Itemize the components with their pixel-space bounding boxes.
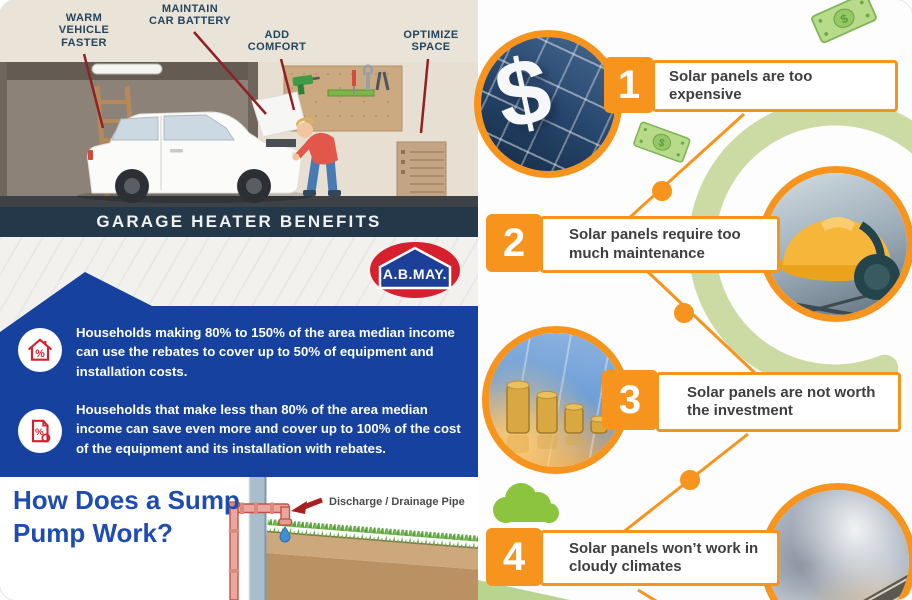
level-icon — [327, 89, 375, 97]
pipe-pointer-arrow — [291, 497, 323, 514]
money-bill-icon: $ — [809, 0, 881, 50]
blue-roof-panel — [0, 272, 478, 477]
house-percent-icon: % — [18, 328, 62, 372]
wall — [249, 477, 266, 600]
pliers-icon — [375, 71, 390, 91]
document-percent-icon: % — [18, 409, 62, 453]
discharge-pipe-label: Discharge / Drainage Pipe — [329, 496, 465, 508]
myth-3-box: Solar panels are not worth the investmen… — [656, 372, 901, 432]
money-bill-icon: $ — [630, 120, 692, 169]
myth-1-box: Solar panels are too expensive — [652, 60, 898, 112]
myth-1-number: 1 — [604, 57, 654, 113]
myth-3-text: Solar panels are not worth the investmen… — [687, 383, 876, 419]
myth-2-number: 2 — [486, 214, 542, 272]
person-illustration — [292, 117, 341, 196]
abmay-logo-text: A.B.MAY. — [383, 266, 447, 282]
myth-4-box: Solar panels won’t work in cloudy climat… — [540, 530, 780, 586]
myth-4-text: Solar panels won’t work in cloudy climat… — [569, 539, 759, 575]
garage-heater-section: WARM VEHICLE FASTER MAINTAIN CAR BATTERY… — [0, 0, 478, 237]
ground — [260, 519, 478, 600]
callout-maintain-battery: MAINTAIN CAR BATTERY — [148, 3, 232, 28]
abmay-logo: A.B.MAY. — [370, 242, 460, 298]
myth-1-text: Solar panels are too expensive — [669, 67, 813, 103]
garage-title: GARAGE HEATER BENEFITS — [96, 212, 382, 231]
myth-2-text: Solar panels require too much maintenanc… — [569, 226, 741, 262]
callout-lines — [82, 31, 430, 134]
drill-icon — [292, 74, 320, 95]
svg-text:%: % — [35, 427, 44, 438]
cloud-icon — [486, 478, 562, 531]
car-illustration — [87, 91, 307, 203]
discharge-pipe — [227, 501, 293, 600]
svg-text:$: $ — [657, 138, 666, 150]
water-drop-icon — [279, 526, 291, 543]
cloudy-sky-photo — [760, 483, 912, 600]
garage-light — [91, 63, 163, 75]
rebate-item-1-text: Households making 80% to 150% of the are… — [76, 325, 455, 379]
callout-warm-vehicle: WARM VEHICLE FASTER — [58, 12, 110, 49]
myth-3-number: 3 — [602, 370, 658, 430]
callout-optimize-space: OPTIMIZE SPACE — [403, 29, 459, 54]
hard-hat-photo — [758, 166, 912, 322]
screwdriver-icon — [352, 70, 356, 86]
myth-2-box: Solar panels require too much maintenanc… — [540, 216, 780, 273]
garage-title-band: GARAGE HEATER BENEFITS — [0, 207, 478, 237]
sump-pump-section: How Does a Sump Pump Work? Discharge / D… — [0, 477, 478, 600]
wrench-icon — [362, 64, 374, 90]
rebate-item-2-text: Households that make less than 80% of th… — [76, 402, 461, 456]
garage-heater-unit — [396, 141, 447, 200]
svg-text:%: % — [35, 348, 45, 360]
sump-pump-diagram — [227, 477, 478, 600]
coin-stacks-photo — [482, 326, 630, 474]
callout-add-comfort: ADD COMFORT — [247, 29, 307, 54]
solar-myths-infographic: $ $ — [474, 0, 912, 600]
rebates-section: A.B.MAY. % Households making 80% to 150%… — [0, 237, 478, 477]
left-infographics: WARM VEHICLE FASTER MAINTAIN CAR BATTERY… — [0, 0, 478, 600]
myth-4-number: 4 — [486, 528, 542, 586]
garage-scene-illustration — [0, 0, 478, 207]
sump-heading: How Does a Sump Pump Work? — [13, 485, 240, 548]
solar-panels-dollar-photo: $ — [474, 30, 622, 178]
